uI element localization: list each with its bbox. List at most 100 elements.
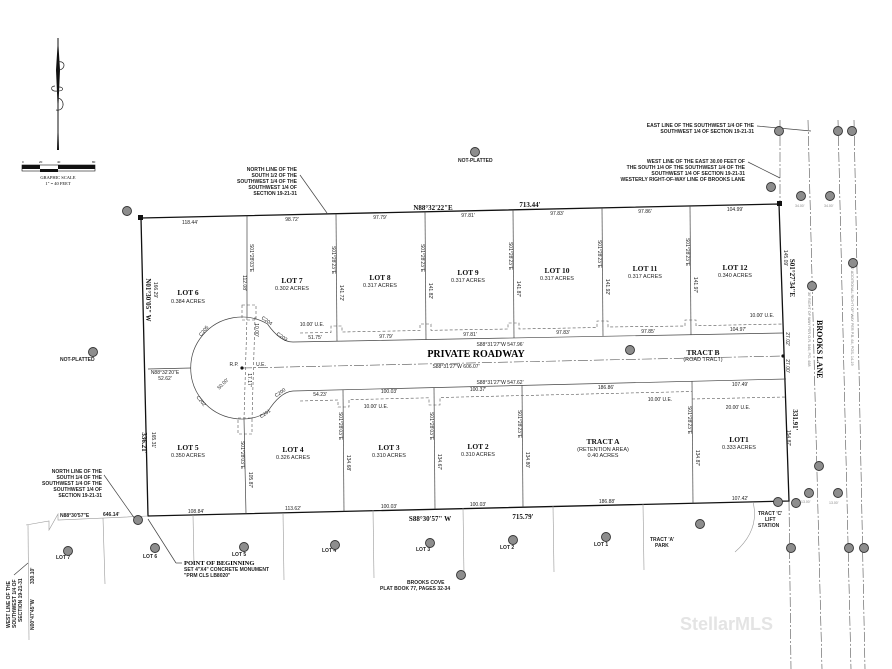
lot-name: LOT 3 (378, 443, 400, 452)
marker-icon (456, 570, 466, 580)
marker-icon (150, 543, 160, 553)
west-bearing: N01°30'05" W (144, 278, 152, 321)
dim: 141.87' (515, 281, 521, 297)
dim: 134.80' (524, 452, 530, 468)
east-length: 331.91' (791, 409, 799, 430)
dim: S01°28'23"E (507, 242, 513, 271)
adjacent-lot-label: LOT 3 (416, 547, 430, 553)
svg-text:SECTION 19-21-31: SECTION 19-21-31 (58, 493, 102, 499)
radius-point-label: R.P. (229, 362, 238, 368)
row-note: 10' ADDITIONAL RIGHT OF WAY PER P.B. 64,… (850, 265, 854, 366)
ue-label: 10.00' U.E. (300, 322, 325, 328)
lot-4[interactable]: LOT 40.326 ACRES (276, 445, 310, 461)
lot-9[interactable]: LOT 90.317 ACRES (451, 268, 485, 284)
adjacent-lot-label: LOT 6 (143, 554, 157, 560)
lot-2[interactable]: LOT 20.310 ACRES (461, 442, 495, 458)
dim: S01°28'03"E (428, 412, 434, 441)
svg-text:POINT OF BEGINNING: POINT OF BEGINNING (184, 560, 254, 567)
tract-acres: 0.40 ACRES (588, 453, 619, 459)
lot-name: LOT 7 (281, 276, 303, 285)
dim: 97.81' (463, 332, 477, 338)
tract-name: TRACT B (687, 348, 720, 357)
marker-icon (601, 532, 611, 542)
dim: 112.08' (241, 275, 247, 291)
curve-label: C205 (198, 325, 210, 338)
lot-6[interactable]: LOT 60.384 ACRES (171, 288, 205, 305)
north-length: 713.44' (519, 201, 540, 209)
marker-icon (796, 191, 806, 201)
lot-8[interactable]: LOT 80.317 ACRES (363, 273, 397, 289)
lot-acres: 0.310 ACRES (372, 453, 406, 459)
not-platted-label: NOT-PLATTED (458, 158, 493, 164)
lot-name: LOT 12 (722, 263, 747, 272)
dim: 141.97' (692, 277, 698, 293)
dim: 17.17' (246, 373, 252, 387)
marker-icon (807, 281, 817, 291)
dim: 107.42' (732, 496, 748, 502)
dim: 134.68' (345, 455, 351, 471)
dim: 100.03' (381, 389, 397, 395)
dim: 165.31' (150, 432, 156, 448)
lot-7[interactable]: LOT 70.302 ACRES (275, 276, 309, 292)
lot-name: LOT 4 (282, 445, 304, 454)
dim: 141.72' (338, 285, 344, 301)
dim: N88°32'20"E (151, 370, 180, 376)
note-west-line-east30: WEST LINE OF THE EAST 30.00 FEET OF THE … (621, 159, 781, 183)
dim: 51.75' (308, 335, 322, 341)
south-length: 715.79' (512, 513, 533, 521)
lot-5[interactable]: LOT 50.350 ACRES (171, 443, 205, 459)
tract-b[interactable]: TRACT B (ROAD TRACT) (683, 348, 722, 363)
dim: 108.84' (188, 509, 204, 515)
dim: 141.92' (604, 279, 610, 295)
marker-icon (791, 498, 801, 508)
lot-acres: 0.350 ACRES (171, 453, 205, 459)
scale-title: GRAPHIC SCALE (40, 175, 75, 180)
south-tie-length: 646.14' (103, 512, 119, 518)
tract-c-lift-station[interactable]: TRACT 'C' LIFT STATION (758, 511, 782, 529)
lot-name: LOT 8 (369, 273, 391, 282)
svg-text:N00°47'45"W: N00°47'45"W (30, 599, 36, 630)
dim: S01°28'23"E (516, 410, 522, 439)
dim: S01°28'03"E (239, 441, 245, 470)
lot-acres: 0.333 ACRES (722, 445, 756, 451)
marker-icon (859, 543, 869, 553)
marker-icon (330, 540, 340, 550)
east-bearing: S01°27'34"E (788, 259, 796, 298)
adjacent-tract-label: PARK (655, 543, 669, 549)
dim: 27.00' (784, 359, 790, 373)
lot-name: LOT 2 (467, 442, 489, 451)
dim: 186.88' (599, 499, 615, 505)
marker-icon (814, 461, 824, 471)
point-of-beginning: POINT OF BEGINNING SET 4"X4" CONCRETE MO… (147, 518, 269, 579)
dim: 97.79' (373, 215, 387, 221)
svg-text:SOUTHWEST 1/4 OF: SOUTHWEST 1/4 OF (53, 487, 102, 493)
offset-label: 34.00' (795, 204, 805, 208)
watermark: StellarMLS (680, 614, 773, 634)
lot-12[interactable]: LOT 120.340 ACRES (718, 263, 752, 279)
marker-icon (773, 497, 783, 507)
lot-acres: 0.317 ACRES (451, 278, 485, 284)
lot-3[interactable]: LOT 30.310 ACRES (372, 443, 406, 459)
dim: 97.86' (638, 209, 652, 215)
ue-label: 10.00' U.E. (648, 397, 673, 403)
tract-a[interactable]: TRACT A (RETENTION AREA) 0.40 ACRES (577, 437, 629, 459)
north-lot-lines (246, 205, 784, 342)
marker-icon (786, 543, 796, 553)
lot-acres: 0.384 ACRES (171, 299, 205, 305)
lot-11[interactable]: LOT 110.317 ACRES (628, 264, 662, 280)
lot-acres: 0.302 ACRES (275, 286, 309, 292)
tract-sub: (ROAD TRACT) (683, 357, 722, 363)
dim: 113.62' (285, 506, 301, 512)
marker-icon (88, 347, 98, 357)
svg-text:TRACT 'C': TRACT 'C' (758, 511, 782, 517)
svg-text:SOUTHWEST 1/4 OF: SOUTHWEST 1/4 OF (248, 185, 297, 191)
roadway-center-bearing: S88°31'27"W 606.07' (432, 364, 479, 370)
adjacent-tract-label: TRACT 'A' (650, 537, 674, 543)
lot-10[interactable]: LOT 100.317 ACRES (540, 266, 574, 282)
dim: S01°28'23"E (686, 406, 692, 435)
dim: 10.00' (253, 323, 259, 337)
svg-text:SECTION 19-21-31: SECTION 19-21-31 (253, 191, 297, 197)
corner-monument-icon (777, 201, 782, 206)
roadway-title: PRIVATE ROADWAY (427, 349, 525, 360)
